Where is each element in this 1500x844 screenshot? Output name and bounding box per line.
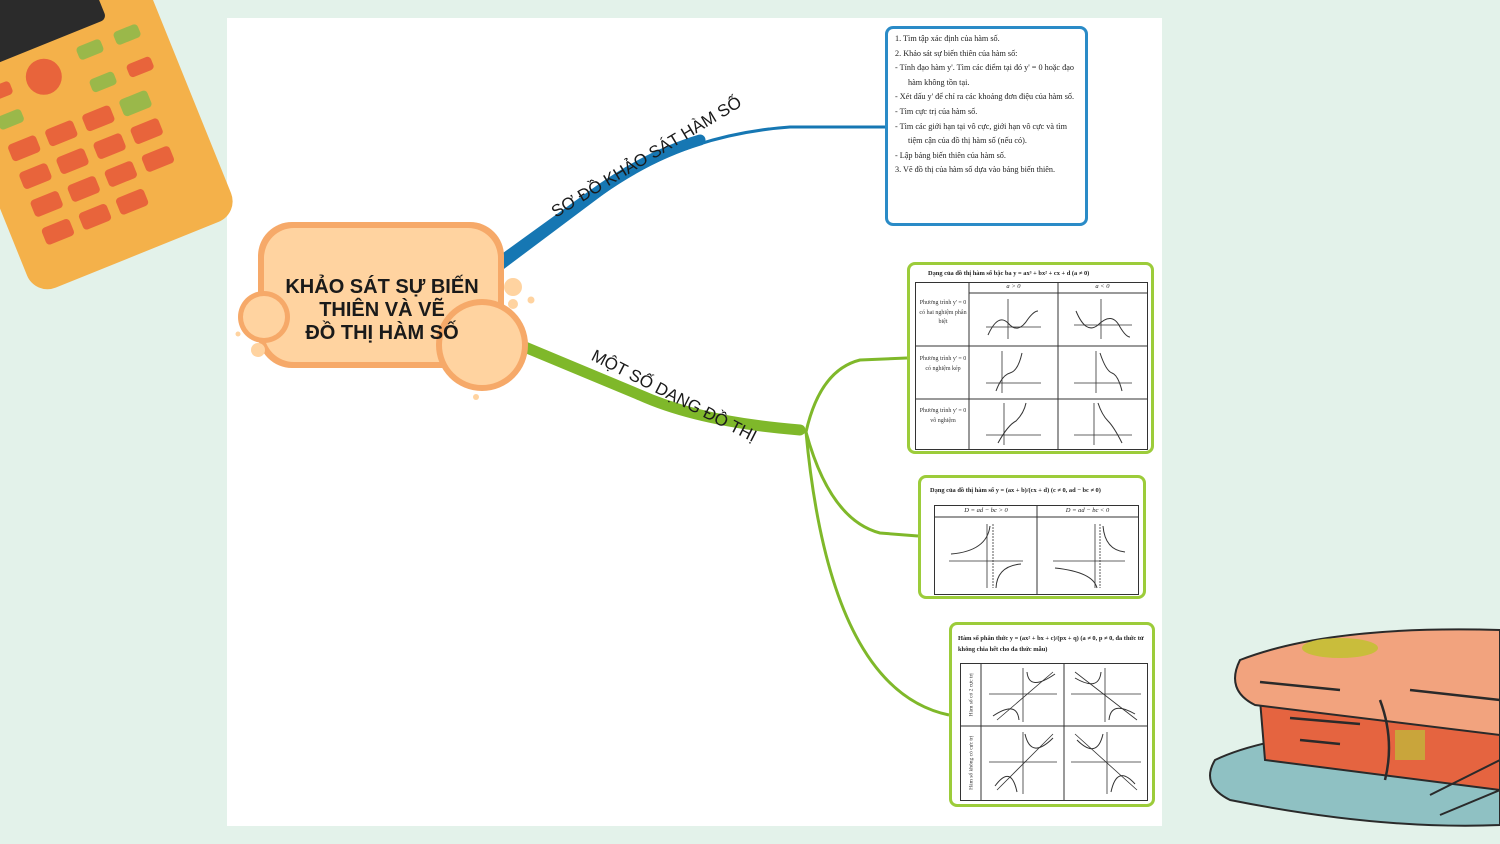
- books-illustration: [1209, 628, 1500, 827]
- step-item: - Tìm cực trị của hàm số.: [895, 106, 978, 116]
- cubic-col-header: a < 0: [1095, 283, 1110, 290]
- rational-graph-card[interactable]: Hàm số phân thức y = (ax² + bx + c)/(px …: [949, 622, 1155, 807]
- homographic-col-header: D = ad − bc < 0: [1065, 507, 1110, 514]
- homographic-table-grid: [935, 506, 1138, 594]
- homographic-col-header: D = ad − bc > 0: [964, 507, 1008, 514]
- cubic-row-label: Phương trình y' = 0 vô nghiệm: [919, 408, 967, 424]
- branch-bottom-connector: [514, 339, 806, 436]
- central-title-line: ĐỒ THỊ HÀM SỐ: [305, 322, 459, 344]
- step-item: 2. Khảo sát sự biến thiên của hàm số:: [895, 48, 1018, 58]
- homographic-card-title: Dạng của đồ thị hàm số y = (ax + b)/(cx …: [930, 487, 1101, 494]
- central-node-shape: [235, 222, 535, 400]
- cubic-row-label: Phương trình y' = 0 có hai nghiệm phân b…: [919, 300, 967, 325]
- rational-table: Hàm số có 2 cực trị Hàm số không có cực …: [960, 663, 1148, 801]
- rational-row-label: Hàm số không có cực trị: [968, 735, 975, 790]
- homographic-table: D = ad − bc > 0 D = ad − bc < 0: [934, 505, 1139, 595]
- connector-to-rational: [804, 431, 950, 717]
- steps-card[interactable]: 1. Tìm tập xác định của hàm số. 2. Khảo …: [885, 26, 1088, 226]
- cubic-table-grid: [916, 283, 1147, 449]
- cubic-graph-card[interactable]: Dạng của đồ thị hàm số bậc ba y = ax³ + …: [907, 262, 1154, 454]
- step-item: - Tính đạo hàm y'. Tìm các điểm tại đó y…: [895, 63, 1074, 87]
- step-item: 3. Vẽ đồ thị của hàm số dựa vào bảng biế…: [895, 165, 1056, 175]
- rational-table-grid: [961, 664, 1147, 800]
- homographic-graph-thumbnail: [949, 524, 1126, 589]
- central-title-line: KHẢO SÁT SỰ BIẾN: [285, 276, 479, 298]
- central-topic[interactable]: KHẢO SÁT SỰ BIẾN THIÊN VÀ VẼ ĐỒ THỊ HÀM …: [262, 276, 502, 345]
- rational-row-label: Hàm số có 2 cực trị: [968, 673, 975, 717]
- central-title-line: THIÊN VÀ VẼ: [319, 299, 445, 321]
- step-item: - Lập bảng biến thiên của hàm số.: [895, 150, 1006, 160]
- step-item: - Xét dấu y' để chỉ ra các khoảng đơn đi…: [895, 92, 1075, 102]
- homographic-graph-card[interactable]: Dạng của đồ thị hàm số y = (ax + b)/(cx …: [918, 475, 1146, 599]
- calculator-illustration: [0, 0, 233, 290]
- connector-to-homographic: [804, 431, 919, 538]
- cubic-col-header: a > 0: [1006, 283, 1021, 290]
- cubic-graph-thumbnail: [986, 299, 1132, 445]
- cubic-row-label: Phương trình y' = 0 có nghiệm kép: [919, 356, 967, 372]
- cubic-card-title: Dạng của đồ thị hàm số bậc ba y = ax³ + …: [928, 270, 1090, 277]
- cubic-table: a > 0 a < 0 Phương trình y' = 0 có hai n…: [915, 282, 1148, 450]
- rational-card-title: Hàm số phân thức y = (ax² + bx + c)/(px …: [958, 635, 1144, 653]
- step-item: 1. Tìm tập xác định của hàm số.: [895, 34, 1000, 43]
- steps-list: 1. Tìm tập xác định của hàm số. 2. Khảo …: [888, 29, 1085, 178]
- connector-to-cubic: [804, 356, 908, 433]
- rational-graph-thumbnail: [989, 668, 1141, 794]
- step-item: - Tìm các giới hạn tại vô cực, giới hạn …: [895, 121, 1067, 146]
